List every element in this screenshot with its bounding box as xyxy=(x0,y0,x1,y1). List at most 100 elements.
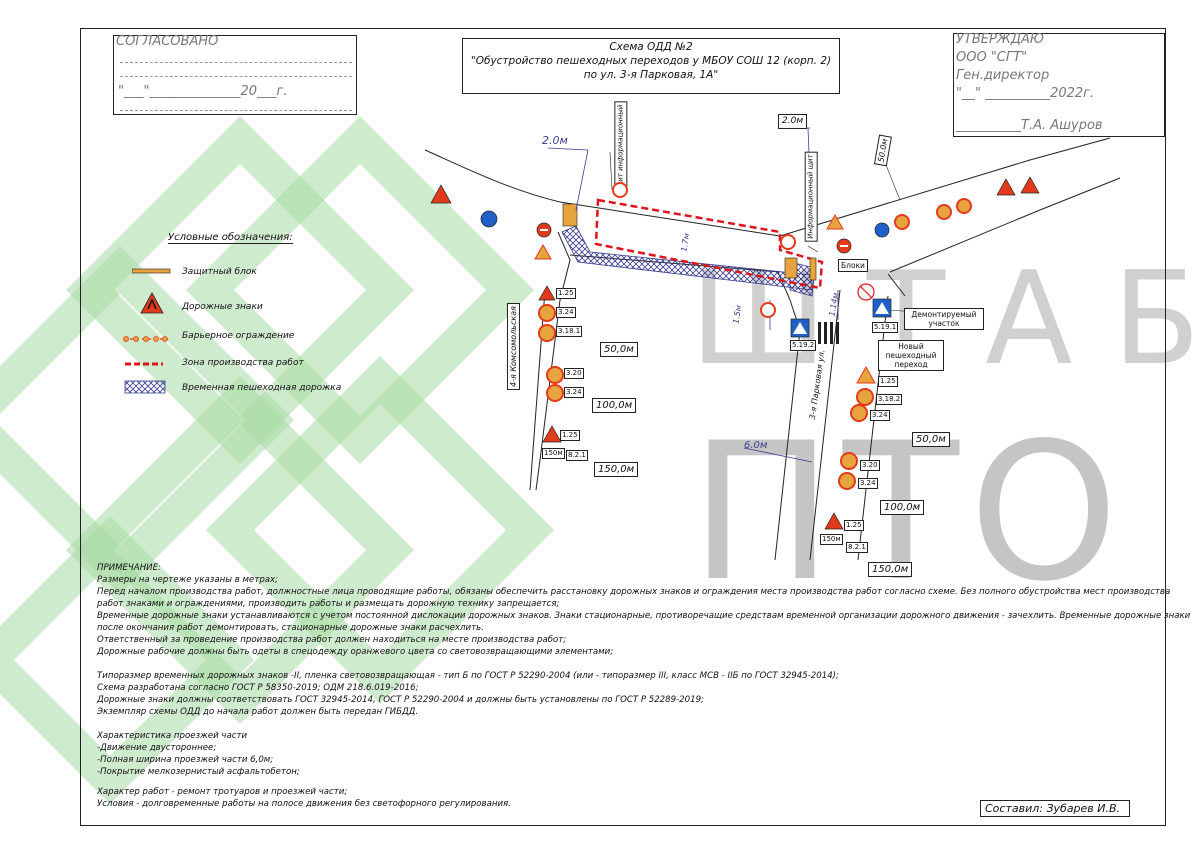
sign-plate: 3.20 xyxy=(860,460,880,471)
road-works-sign xyxy=(996,178,1016,196)
protective-block-symbol xyxy=(132,268,171,274)
note-line: Временные дорожные знаки устанавливаются… xyxy=(97,611,1191,621)
note-line: Условия - долговременные работы на полос… xyxy=(97,799,511,809)
author-stamp: Составил: Зубарев И.В. xyxy=(980,800,1130,817)
sign-plate: 1.25 xyxy=(844,520,864,531)
distance-left-150: 150,0м xyxy=(594,462,639,477)
note-line: Дорожные знаки должны соответствовать ГО… xyxy=(97,695,704,705)
barrier-symbol xyxy=(123,336,168,342)
no-entry-sign xyxy=(780,234,796,250)
approval-heading: УТВЕРЖДАЮ xyxy=(956,32,1044,47)
sign-plate: 3.20 xyxy=(564,368,584,379)
note-line: Характер работ - ремонт тротуаров и прое… xyxy=(97,787,348,797)
distance-right-150: 150,0м xyxy=(868,562,913,577)
distance-plate: 150м xyxy=(820,534,843,545)
legend-item-label: Дорожные знаки xyxy=(182,302,263,312)
sign-plate: 3.18.2 xyxy=(876,394,903,405)
sign-plate: 1.25 xyxy=(560,430,580,441)
legend-item-label: Защитный блок xyxy=(182,267,257,277)
sign-plate: 8.2.1 xyxy=(566,450,588,461)
road-works-sign xyxy=(534,244,552,260)
note-line: Ответственный за проведение производства… xyxy=(97,635,567,645)
overtaking-ban-sign xyxy=(840,452,858,470)
info-shield-left: щит информационный xyxy=(614,101,628,192)
sign-plate: 1.25 xyxy=(556,288,576,299)
speed-limit-sign xyxy=(538,304,556,322)
sign-plate: 8.2.1 xyxy=(846,542,868,553)
road-sign-symbol xyxy=(140,292,164,314)
approval-date: "___"______________20___г. xyxy=(118,84,288,99)
distance-left-50: 50,0м xyxy=(600,342,638,357)
sign-plate: 5.19.2 xyxy=(790,340,817,351)
sign-plate: 1.25 xyxy=(878,376,898,387)
dim-6m: 6.0м xyxy=(744,440,768,451)
direction-sign xyxy=(480,210,498,228)
speed-limit-sign xyxy=(546,384,564,402)
speed-limit-sign xyxy=(838,472,856,490)
sign-plate: 3.18.1 xyxy=(556,326,583,337)
pedestrian-crossing-sign xyxy=(872,298,892,318)
distance-left-100: 100,0м xyxy=(592,398,637,413)
dim-2m-right: 2.0м xyxy=(778,114,808,129)
drawing-frame xyxy=(80,28,1166,826)
work-zone-symbol xyxy=(125,362,163,366)
notes-heading: ПРИМЕЧАНИЕ: xyxy=(97,563,161,573)
speed-limit-sign xyxy=(936,204,952,220)
road-works-sign xyxy=(824,512,844,530)
approval-position: Ген.директор xyxy=(956,68,1050,83)
sign-plate: 5.19.1 xyxy=(872,322,899,333)
distance-right-100: 100,0м xyxy=(880,500,925,515)
road-works-sign xyxy=(542,425,562,443)
work-zone xyxy=(594,198,824,290)
legend-item-label: Барьерное ограждение xyxy=(182,331,295,341)
sign-plate: 3.24 xyxy=(564,387,584,398)
stop-sign xyxy=(536,222,552,238)
sign-plate: 3.24 xyxy=(556,307,576,318)
road-works-sign xyxy=(856,366,876,384)
legend-heading: Условные обозначения: xyxy=(168,232,293,244)
new-crossing-label: Новый пешеходный переход xyxy=(878,340,944,371)
stop-sign xyxy=(836,238,852,254)
scheme-title: Схема ОДД №2 "Обустройство пешеходных пе… xyxy=(462,38,840,94)
title-line2: "Обустройство пешеходных переходов у МБО… xyxy=(470,55,832,67)
approval-date: "__" __________2022г. xyxy=(956,86,1095,101)
dismantled-label: Демонтируемый участок xyxy=(904,308,984,330)
no-entry-sign xyxy=(760,302,776,318)
road-works-sign xyxy=(538,285,556,301)
turn-sign xyxy=(856,388,874,406)
note-line: после окончания работ демонтировать, ста… xyxy=(97,623,484,633)
blank-line xyxy=(120,76,352,77)
road-works-sign xyxy=(826,214,844,230)
note-line: работ знаками и ограждениями, производит… xyxy=(97,599,560,609)
temp-walkway-symbol xyxy=(124,380,166,394)
approval-heading: СОГЛАСОВАНО xyxy=(116,34,219,49)
road-works-sign xyxy=(1020,176,1040,194)
title-line1: Схема ОДД №2 xyxy=(609,41,693,53)
note-line: -Движение двустороннее; xyxy=(97,743,217,753)
pedestrian-crossing-sign xyxy=(790,318,810,338)
approval-org: ООО "СГТ" xyxy=(956,50,1028,65)
note-line: Типоразмер временных дорожных знаков -II… xyxy=(97,671,839,681)
speed-limit-sign xyxy=(850,404,868,422)
speed-limit-sign xyxy=(956,198,972,214)
note-line: Дорожные рабочие должны быть одеты в спе… xyxy=(97,647,614,657)
note-line: Экземпляр схемы ОДД до начала работ долж… xyxy=(97,707,419,717)
legend-item-label: Временная пешеходная дорожка xyxy=(182,383,342,393)
note-line: Характеристика проезжей части xyxy=(97,731,248,741)
sign-plate: 3.24 xyxy=(870,410,890,421)
note-line: Перед началом производства работ, должно… xyxy=(97,587,1171,597)
info-shield-right: Информационный щит xyxy=(804,151,818,242)
sign-plate: 3.24 xyxy=(858,478,878,489)
blocks-label: Блоки xyxy=(838,259,868,272)
distance-right-50: 50,0м xyxy=(912,432,950,447)
note-line: -Покрытие мелкозернистый асфальтобетон; xyxy=(97,767,300,777)
approval-stamp-right: УТВЕРЖДАЮ ООО "СГТ" Ген.директор "__" __… xyxy=(953,32,1165,137)
blank-line xyxy=(120,62,352,63)
blank-line xyxy=(120,110,352,111)
street-komsomolskaya: 4-я Комсомольская xyxy=(506,303,520,390)
approval-signature: __________Т.А. Ашуров xyxy=(956,118,1103,133)
speed-limit-sign xyxy=(894,214,910,230)
dim-2m-left: 2.0м xyxy=(542,134,568,147)
